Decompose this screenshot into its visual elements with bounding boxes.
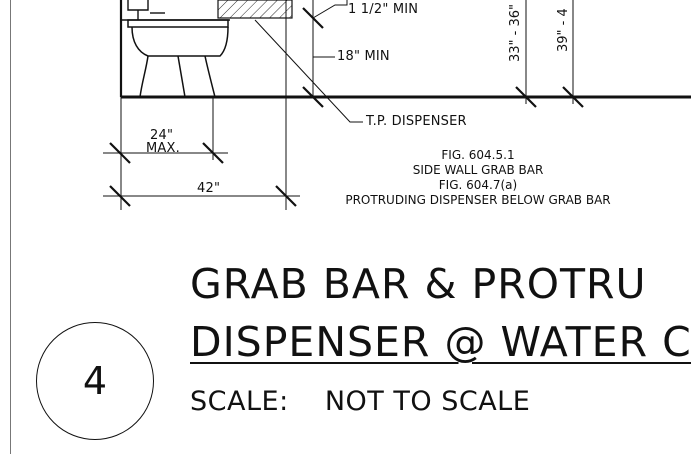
scale-note: SCALE: NOT TO SCALE — [190, 386, 530, 417]
tp-dispenser-label: T.P. DISPENSER — [366, 114, 467, 129]
detail-title-line-2: DISPENSER @ WATER C — [190, 318, 691, 366]
grab-bar-height-dimension: 33" - 36" — [508, 4, 523, 62]
water-closet — [120, 19, 230, 98]
figure-note-2: SIDE WALL GRAB BAR — [412, 163, 544, 177]
scale-label: SCALE: — [190, 386, 289, 417]
detail-number: 4 — [82, 359, 108, 403]
figure-notes: FIG. 604.5.1 SIDE WALL GRAB BAR FIG. 604… — [300, 148, 656, 208]
tp-dispenser-shape — [217, 0, 293, 19]
dispenser-height-dimension: 39" - 4 — [556, 8, 571, 52]
sheet-border-line — [10, 0, 11, 454]
flush-valve — [127, 0, 149, 11]
grab-bar-length-dimension: 42" — [197, 181, 221, 196]
figure-note-3: FIG. 604.7(a) — [438, 178, 518, 192]
leader-clearance — [312, 0, 348, 19]
scale-value: NOT TO SCALE — [324, 386, 531, 417]
detail-number-circle: 4 — [36, 322, 154, 440]
figure-note-1: FIG. 604.5.1 — [441, 148, 515, 162]
detail-title-line-1: GRAB BAR & PROTRU — [190, 260, 647, 308]
clearance-dimension: 1 1/2" MIN — [348, 2, 419, 17]
extension-dimension: 18" MIN — [337, 49, 390, 64]
leader-tp-dispenser — [254, 19, 363, 123]
dispenser-offset-max: MAX. — [146, 141, 180, 156]
figure-note-4: PROTRUDING DISPENSER BELOW GRAB BAR — [345, 193, 611, 207]
dispenser-offset-dimension: 24" — [150, 128, 174, 143]
